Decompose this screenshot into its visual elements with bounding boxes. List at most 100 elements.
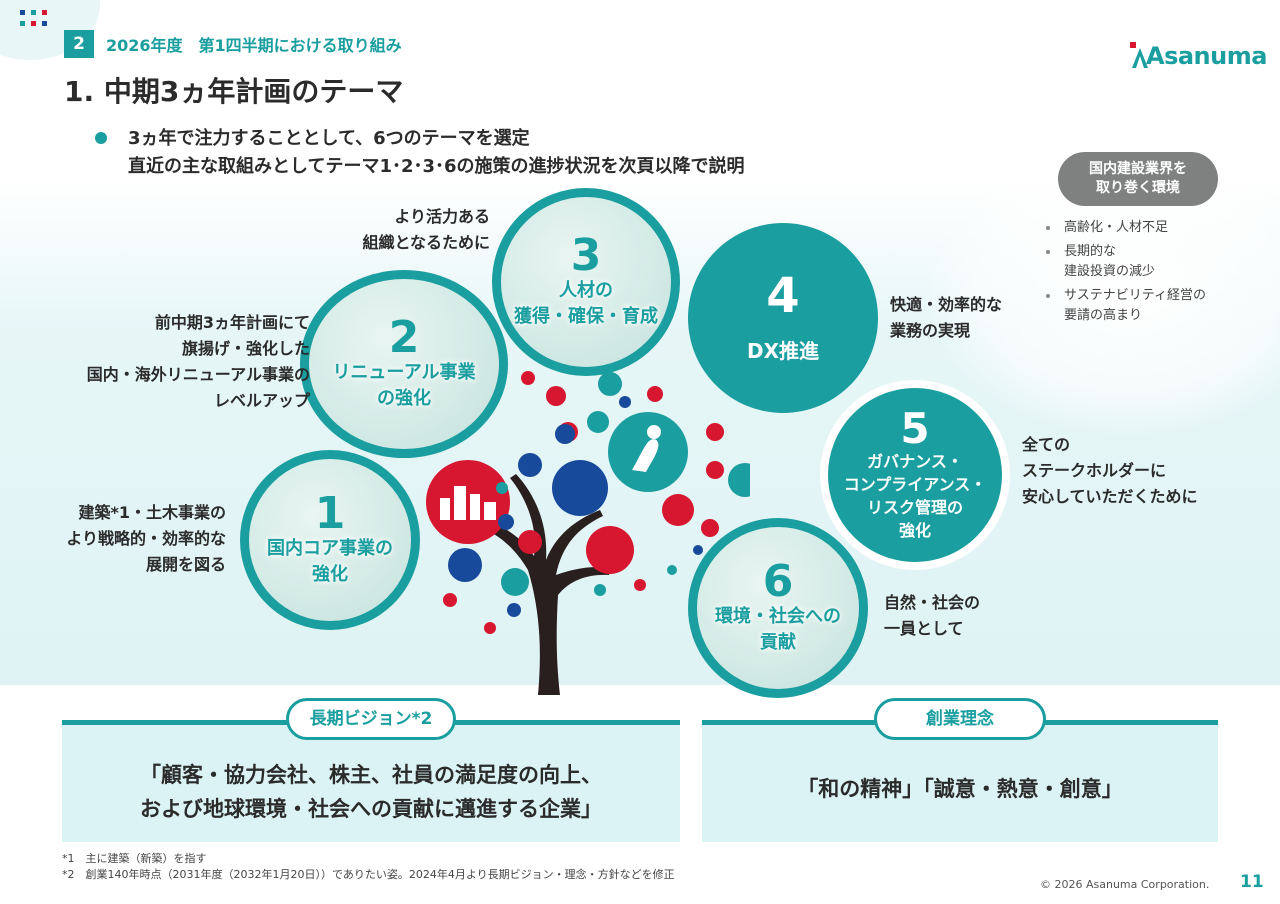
tree-leaf bbox=[594, 584, 606, 596]
tree-leaf bbox=[484, 622, 496, 634]
philosophy-panel bbox=[702, 720, 1218, 842]
bullet-text-2: 直近の主な取組みとしてテーマ1･2･3･6の施策の進捗状況を次頁以降で説明 bbox=[128, 156, 745, 177]
footnote-2: *2 創業140年時点（2031年度（2032年1月20日））でありたい姿。20… bbox=[62, 868, 675, 881]
tree-leaf bbox=[662, 494, 694, 526]
tree-leaf bbox=[587, 411, 609, 433]
description-line: 快適・効率的な bbox=[890, 295, 1003, 314]
theme-circle-3: 3 人材の 獲得・確保・育成 bbox=[492, 188, 680, 376]
child-figure-icon bbox=[632, 439, 659, 472]
tree-leaf bbox=[619, 396, 631, 408]
vision-text-line: 「顧客・協力会社、株主、社員の満足度の向上、 bbox=[140, 763, 602, 787]
footnote-1: *1 主に建築（新築）を指す bbox=[62, 852, 207, 865]
theme-circle-1: 1 国内コア事業の 強化 bbox=[240, 450, 420, 630]
vision-text: 「顧客・協力会社、株主、社員の満足度の向上、 および地球環境・社会への貢献に邁進… bbox=[62, 758, 680, 826]
theme-1-description: 建築*1・土木事業の より戦略的・効率的な 展開を図る bbox=[66, 500, 226, 578]
tree-leaf bbox=[507, 603, 521, 617]
description-line: 安心していただくために bbox=[1022, 487, 1198, 506]
tree-leaf bbox=[706, 461, 724, 479]
corner-dot bbox=[31, 10, 36, 15]
building-icon bbox=[470, 494, 480, 520]
environment-item-text: 長期的な bbox=[1064, 244, 1117, 259]
theme-label: DX推進 bbox=[746, 339, 820, 363]
description-line: 国内・海外リニューアル事業の bbox=[86, 365, 310, 384]
theme-label: リスク管理の bbox=[866, 498, 963, 517]
environment-item: 高齢化・人材不足 bbox=[1042, 218, 1206, 238]
theme-label: の強化 bbox=[377, 388, 431, 409]
tree-leaf bbox=[496, 482, 508, 494]
tree-leaf bbox=[521, 371, 535, 385]
tree-leaf bbox=[448, 548, 482, 582]
copyright: © 2026 Asanuma Corporation. bbox=[1040, 878, 1210, 891]
logo-text: Asanuma bbox=[1146, 42, 1267, 70]
theme-6-description: 自然・社会の 一員として bbox=[884, 590, 980, 642]
theme-label: コンプライアンス・ bbox=[843, 475, 987, 494]
environment-item: 長期的な建設投資の減少 bbox=[1042, 242, 1206, 282]
theme-2-description: 前中期3ヵ年計画にて 旗揚げ・強化した 国内・海外リニューアル事業の レベルアッ… bbox=[87, 310, 310, 414]
description-line: より活力ある bbox=[394, 207, 490, 226]
city-circle bbox=[426, 460, 510, 544]
description-line: 全ての bbox=[1022, 435, 1071, 454]
theme-label: 国内コア事業の bbox=[267, 538, 393, 559]
logo-mark-icon bbox=[1130, 42, 1148, 68]
environment-item: サステナビリティ経営の要請の高まり bbox=[1042, 286, 1206, 326]
theme-label: ガバナンス・ bbox=[867, 452, 963, 471]
description-line: より戦略的・効率的な bbox=[66, 529, 226, 548]
building-icon bbox=[440, 498, 450, 520]
tree-leaf bbox=[518, 453, 542, 477]
tree-leaf bbox=[501, 568, 529, 596]
description-line: 組織となるために bbox=[362, 233, 490, 252]
theme-number: 3 bbox=[570, 230, 602, 281]
description-line: 展開を図る bbox=[145, 555, 226, 574]
description-line: レベルアップ bbox=[213, 391, 310, 410]
environment-title-pill: 国内建設業界を 取り巻く環境 bbox=[1058, 152, 1218, 206]
page-number: 11 bbox=[1240, 872, 1264, 892]
tree-leaf bbox=[498, 514, 514, 530]
tree-leaf bbox=[598, 372, 622, 396]
building-icon bbox=[484, 502, 496, 520]
building-icon bbox=[454, 486, 466, 520]
description-line: 自然・社会の bbox=[884, 593, 981, 612]
tree-leaf bbox=[443, 593, 457, 607]
theme-circle-2: 2 リニューアル事業 の強化 bbox=[300, 270, 508, 458]
theme-number: 5 bbox=[900, 404, 930, 453]
theme-5-description: 全ての ステークホルダーに 安心していただくために bbox=[1022, 432, 1198, 510]
theme-label: 人材の bbox=[559, 280, 613, 301]
tree-leaf bbox=[634, 579, 646, 591]
philosophy-label: 創業理念 bbox=[874, 698, 1046, 740]
company-logo: Asanuma bbox=[1124, 38, 1267, 72]
theme-circle-6: 6 環境・社会への 貢献 bbox=[688, 518, 868, 698]
environment-item-text: 建設投資の減少 bbox=[1064, 264, 1156, 279]
description-line: 前中期3ヵ年計画にて bbox=[154, 313, 310, 332]
environment-list: 高齢化・人材不足 長期的な建設投資の減少 サステナビリティ経営の要請の高まり bbox=[1042, 218, 1206, 330]
page-title: 1. 中期3ヵ年計画のテーマ bbox=[64, 75, 404, 108]
tree-leaf bbox=[518, 530, 542, 554]
section-title: 2026年度 第1四半期における取り組み bbox=[106, 36, 402, 55]
environment-item-text: 要請の高まり bbox=[1064, 308, 1143, 323]
corner-dot bbox=[42, 21, 47, 26]
theme-circle-5: 5 ガバナンス・ コンプライアンス・ リスク管理の 強化 bbox=[820, 380, 1010, 570]
theme-label: 環境・社会への bbox=[715, 606, 841, 627]
environment-title-line: 国内建設業界を bbox=[1089, 161, 1187, 177]
vision-text-line: および地球環境・社会への貢献に邁進する企業」 bbox=[140, 797, 602, 821]
corner-dot bbox=[42, 10, 47, 15]
theme-label: 貢献 bbox=[760, 632, 796, 653]
tree-leaf bbox=[706, 423, 724, 441]
environment-item-text: 高齢化・人材不足 bbox=[1064, 220, 1169, 235]
tree-leaf bbox=[728, 463, 750, 497]
theme-number: 6 bbox=[762, 556, 794, 607]
tree-illustration bbox=[426, 371, 750, 695]
tree-leaf bbox=[667, 565, 677, 575]
corner-dot bbox=[20, 21, 25, 26]
philosophy-text: 「和の精神」「誠意・熱意・創意」 bbox=[797, 777, 1123, 801]
tree-trunk bbox=[465, 474, 610, 695]
corner-dot bbox=[20, 10, 25, 15]
environment-item-text: サステナビリティ経営の bbox=[1064, 288, 1206, 303]
tree-leaf bbox=[552, 460, 608, 516]
tree-leaf bbox=[693, 545, 703, 555]
corner-dot bbox=[31, 21, 36, 26]
description-line: 業務の実現 bbox=[890, 321, 971, 340]
theme-label: 獲得・確保・育成 bbox=[514, 306, 658, 327]
section-number-badge: 2 bbox=[64, 30, 94, 58]
theme-number: 4 bbox=[766, 268, 800, 324]
bullet-icon bbox=[95, 132, 107, 144]
